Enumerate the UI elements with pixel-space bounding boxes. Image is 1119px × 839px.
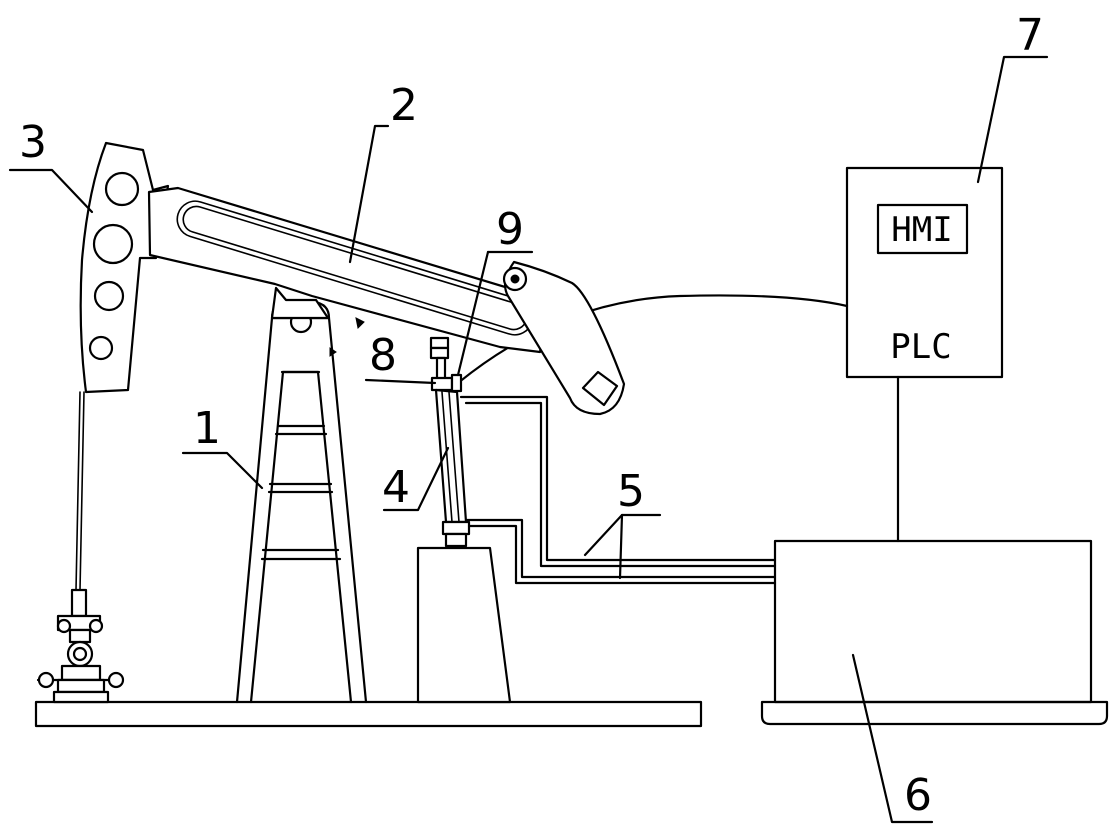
label-8: 8 [369, 330, 397, 381]
leader-lines [8, 55, 1049, 824]
label-6: 6 [904, 770, 932, 821]
label-7: 7 [1016, 10, 1044, 61]
control-cabinet: HMI PLC [845, 166, 1004, 379]
polished-rod [75, 391, 81, 591]
label-2: 2 [390, 80, 418, 131]
hydraulic-pipes [459, 395, 777, 585]
power-unit-base-plate [760, 700, 1109, 726]
walking-beam [147, 186, 550, 354]
label-5: 5 [617, 466, 645, 517]
crank-counterweight [502, 260, 626, 416]
horse-head [79, 141, 170, 394]
plc-label: PLC [890, 327, 951, 367]
ground-base-plate [34, 700, 703, 728]
cylinder-pedestal [416, 546, 512, 704]
label-1: 1 [193, 403, 221, 454]
samson-post-tower [235, 300, 368, 704]
hydraulic-cylinder [429, 336, 471, 548]
label-9: 9 [496, 204, 524, 255]
hmi-label: HMI [891, 210, 952, 250]
hydraulic-power-unit [773, 539, 1093, 704]
position-sensor [450, 373, 463, 393]
label-4: 4 [382, 462, 410, 513]
label-3: 3 [19, 117, 47, 168]
wellhead [36, 391, 125, 704]
